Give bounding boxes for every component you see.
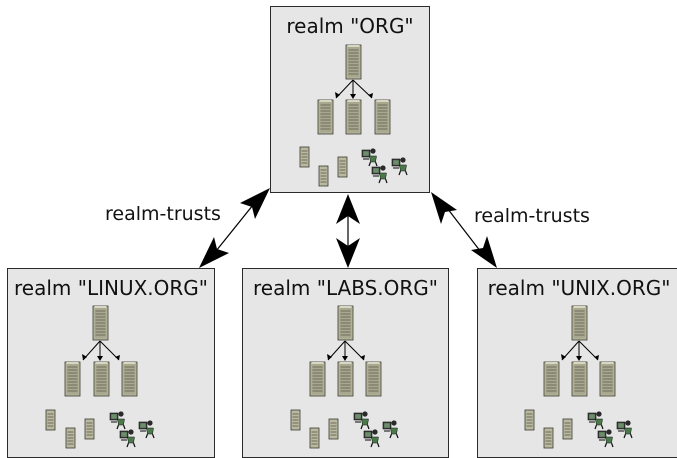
small-server-icon — [318, 165, 329, 187]
root-server-icon — [337, 305, 354, 341]
realm-unix-servers — [524, 305, 633, 449]
realm-org-title: realm "ORG" — [286, 14, 414, 38]
realm-labs-title: realm "LABS.ORG" — [253, 276, 438, 300]
user-at-workstation-icon — [138, 419, 155, 439]
server-icon — [365, 361, 382, 397]
small-server-icon — [84, 418, 95, 440]
root-server-icon — [345, 44, 362, 80]
server-icon — [121, 361, 138, 397]
realm-org-servers — [299, 44, 408, 187]
realm-linux-servers — [45, 305, 155, 449]
server-icon — [64, 361, 81, 397]
small-server-icon — [309, 427, 320, 449]
user-at-workstation-icon — [597, 428, 614, 448]
server-icon — [337, 361, 354, 397]
small-server-icon — [337, 156, 348, 178]
realm-unix-title: realm "UNIX.ORG" — [487, 276, 671, 300]
server-icon — [599, 361, 616, 397]
user-at-workstation-icon — [371, 164, 388, 184]
trust-arrow-left — [199, 188, 270, 268]
server-icon — [345, 99, 362, 135]
server-icon — [93, 361, 110, 397]
server-icon — [543, 361, 560, 397]
realm-labs-servers — [290, 305, 399, 449]
user-at-workstation-icon — [119, 428, 136, 448]
small-server-icon — [543, 427, 554, 449]
small-server-icon — [290, 409, 301, 431]
server-icon — [309, 361, 326, 397]
server-icon — [317, 99, 334, 135]
small-server-icon — [299, 146, 310, 168]
realm-org-box: realm "ORG" — [270, 6, 430, 193]
user-at-workstation-icon — [616, 419, 633, 439]
trust-label-right: realm-trusts — [474, 205, 590, 227]
small-server-icon — [65, 427, 76, 449]
trust-arrow-right — [431, 192, 497, 268]
root-server-icon — [571, 305, 588, 341]
user-at-workstation-icon — [109, 410, 126, 430]
realm-linux-title: realm "LINUX.ORG" — [14, 276, 208, 300]
user-at-workstation-icon — [353, 410, 370, 430]
root-server-icon — [92, 305, 109, 341]
user-at-workstation-icon — [361, 147, 378, 167]
user-at-workstation-icon — [391, 156, 408, 176]
small-server-icon — [524, 409, 535, 431]
small-server-icon — [562, 418, 573, 440]
user-at-workstation-icon — [587, 410, 604, 430]
server-icon — [571, 361, 588, 397]
server-icon — [374, 99, 391, 135]
small-server-icon — [45, 409, 56, 431]
small-server-icon — [328, 418, 339, 440]
user-at-workstation-icon — [382, 419, 399, 439]
trust-arrow-middle — [336, 194, 360, 268]
trust-label-left: realm-trusts — [105, 203, 221, 225]
user-at-workstation-icon — [363, 428, 380, 448]
